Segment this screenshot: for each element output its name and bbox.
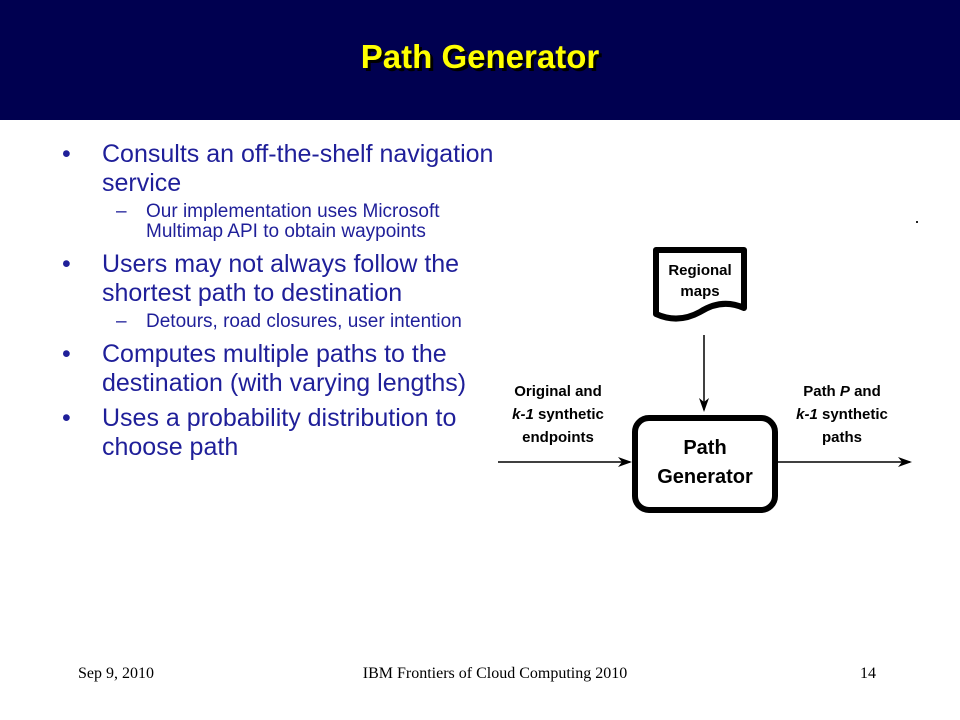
- footer-event: IBM Frontiers of Cloud Computing 2010: [362, 665, 628, 682]
- input-label-line3: endpoints: [522, 429, 594, 446]
- bullet-marker: •: [62, 340, 71, 368]
- bullet-item: • Computes multiple paths to the destina…: [62, 340, 502, 398]
- box-label-line1: Path: [683, 437, 726, 459]
- bullet-item: • Users may not always follow the shorte…: [62, 250, 502, 308]
- bullet-text: Computes multiple paths to the destinati…: [102, 340, 467, 397]
- sub-bullet-item: – Detours, road closures, user intention: [62, 312, 502, 332]
- bullet-marker: •: [62, 404, 71, 432]
- stray-dot: [916, 221, 918, 223]
- title-bar: Path Generator: [0, 0, 960, 120]
- bullet-marker: •: [62, 250, 71, 278]
- slide-number: 14: [860, 665, 876, 682]
- regional-maps-document-icon: Regional maps: [653, 247, 747, 322]
- input-label-line2: k-1 synthetic: [512, 406, 604, 423]
- box-label-line2: Generator: [657, 466, 753, 488]
- output-label-line2: k-1 synthetic: [796, 406, 888, 423]
- input-label: Original and k-1 synthetic endpoints: [512, 383, 604, 446]
- sub-bullet-item: – Our implementation uses Microsoft Mult…: [62, 202, 502, 242]
- sub-bullet-text: Detours, road closures, user intention: [146, 311, 462, 332]
- bullet-text: Uses a probability distribution to choos…: [102, 404, 457, 461]
- bullet-list: • Consults an off-the-shelf navigation s…: [62, 140, 502, 468]
- bullet-text: Consults an off-the-shelf navigation ser…: [102, 140, 494, 197]
- document-label-line2: maps: [680, 283, 719, 300]
- bullet-item: • Consults an off-the-shelf navigation s…: [62, 140, 502, 198]
- sub-bullet-marker: –: [116, 311, 127, 332]
- output-label-line3: paths: [822, 429, 862, 446]
- output-label-line1: Path P and: [803, 383, 881, 400]
- path-generator-box: [632, 415, 778, 513]
- bullet-marker: •: [62, 140, 71, 168]
- sub-bullet-text: Our implementation uses Microsoft Multim…: [146, 201, 440, 242]
- slide-title: Path Generator: [360, 38, 600, 75]
- output-label: Path P and k-1 synthetic paths: [796, 383, 888, 446]
- footer-date: Sep 9, 2010: [78, 665, 154, 682]
- path-generator-diagram: Regional maps Path Generator Original an…: [498, 247, 912, 513]
- sub-bullet-marker: –: [116, 201, 127, 222]
- bullet-text: Users may not always follow the shortest…: [102, 250, 460, 307]
- input-label-line1: Original and: [514, 383, 602, 400]
- document-label-line1: Regional: [668, 262, 731, 279]
- bullet-item: • Uses a probability distribution to cho…: [62, 404, 502, 462]
